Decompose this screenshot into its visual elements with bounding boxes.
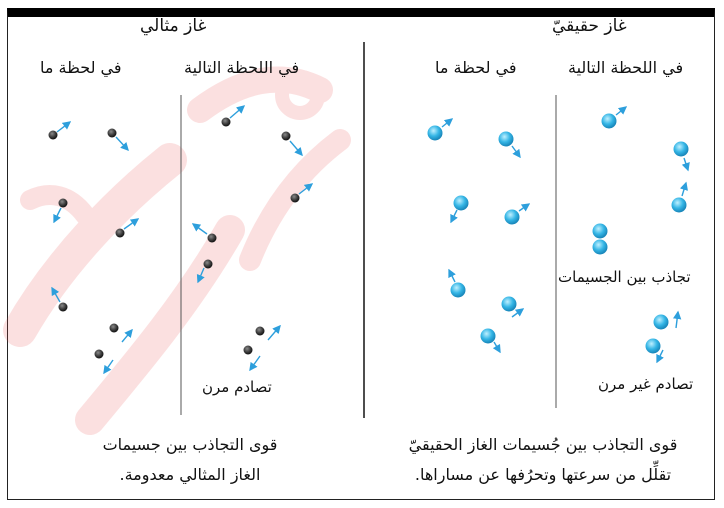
particle-icon: [281, 131, 303, 157]
particle-icon: [109, 323, 133, 343]
particle-icon: [243, 345, 261, 372]
particle-icon: [501, 296, 525, 318]
particle-icon: [221, 105, 246, 127]
watermark: [3, 66, 351, 435]
particle-icon: [504, 203, 531, 225]
particle-icon: [107, 128, 129, 152]
real-collision-label: تصادم غير مرن: [598, 375, 694, 393]
particle-icon: [191, 223, 217, 243]
diagram-frame: [7, 8, 715, 500]
particle-icon: [427, 118, 454, 141]
ideal-caption-line2: الغاز المثالي معدومة.: [119, 465, 261, 484]
particle-icon: [48, 121, 72, 140]
real-caption: قوى التجاذب بين جُسيمات الغاز الحقيقيّ ت…: [378, 430, 708, 490]
ideal-col-at-moment: في لحظة ما: [40, 58, 122, 77]
particle-icon: [601, 106, 628, 129]
real-col-next-moment: في اللحظة التالية: [568, 58, 684, 77]
real-col-at-moment: في لحظة ما: [435, 58, 517, 77]
particle-icon: [115, 218, 140, 238]
ideal-col-next-moment: في اللحظة التالية: [184, 58, 300, 77]
particle-icon: [498, 131, 521, 159]
particle-icon: [450, 195, 469, 224]
particle-icon: [671, 181, 688, 213]
real-attraction-label: تجاذب بين الجسيمات: [558, 268, 691, 286]
particle-icon: [51, 286, 68, 312]
particle-icon: [290, 183, 314, 203]
particle-icon: [448, 268, 466, 298]
real-particles: [427, 106, 690, 364]
inelastic-pair: [645, 310, 682, 364]
ideal-caption-line1: قوى التجاذب بين جسيمات: [102, 435, 278, 454]
ideal-collision-label: تصادم مرن: [202, 378, 272, 396]
particle-icon: [480, 328, 501, 354]
real-caption-line1: قوى التجاذب بين جُسيمات الغاز الحقيقيّ: [408, 435, 678, 454]
ideal-caption: قوى التجاذب بين جسيمات الغاز المثالي معد…: [40, 430, 340, 490]
ideal-particles: [48, 105, 314, 375]
particle-icon: [673, 141, 690, 172]
particle-icon: [255, 324, 281, 341]
real-caption-line2: تقلِّل من سرعتها وتحرُفها عن مساراها.: [414, 465, 672, 484]
particle-icon: [53, 198, 68, 224]
particle-icon: [196, 259, 213, 284]
ideal-gas-title: غاز مثالي: [140, 16, 207, 36]
attracting-pair: [592, 223, 608, 255]
real-gas-title: غاز حقيقيّ: [552, 16, 627, 36]
particle-icon: [94, 349, 114, 375]
